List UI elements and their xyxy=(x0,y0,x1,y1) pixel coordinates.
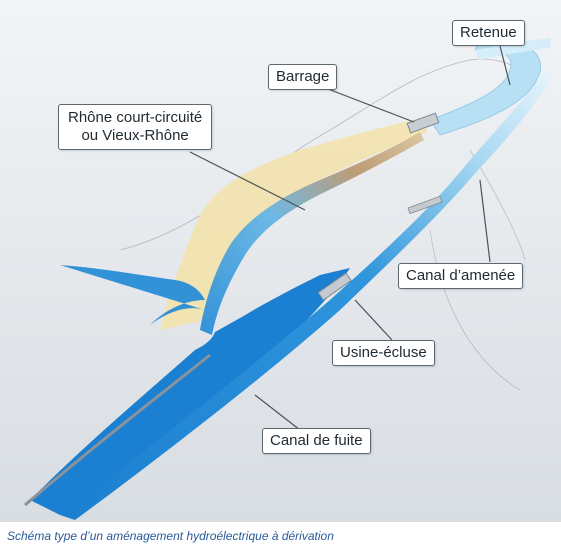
canal-de-fuite-text: Canal de fuite xyxy=(270,432,363,449)
label-canal-de-fuite: Canal de fuite xyxy=(262,428,371,454)
label-usine-ecluse: Usine-écluse xyxy=(332,340,435,366)
canal-amenee-text: Canal d’amenée xyxy=(406,267,515,284)
label-rhone-court-circuite: Rhône court-circuité ou Vieux-Rhône xyxy=(58,104,212,150)
label-barrage: Barrage xyxy=(268,64,337,90)
usine-ecluse-text: Usine-écluse xyxy=(340,344,427,361)
figure-caption: Schéma type d’un aménagement hydroélectr… xyxy=(7,529,334,543)
barrage-text: Barrage xyxy=(276,68,329,85)
rhone-line-1: Rhône court-circuité xyxy=(68,109,202,127)
label-retenue: Retenue xyxy=(452,20,525,46)
retenue-text: Retenue xyxy=(460,24,517,41)
label-canal-amenee: Canal d’amenée xyxy=(398,263,523,289)
rhone-line-2: ou Vieux-Rhône xyxy=(68,127,202,145)
